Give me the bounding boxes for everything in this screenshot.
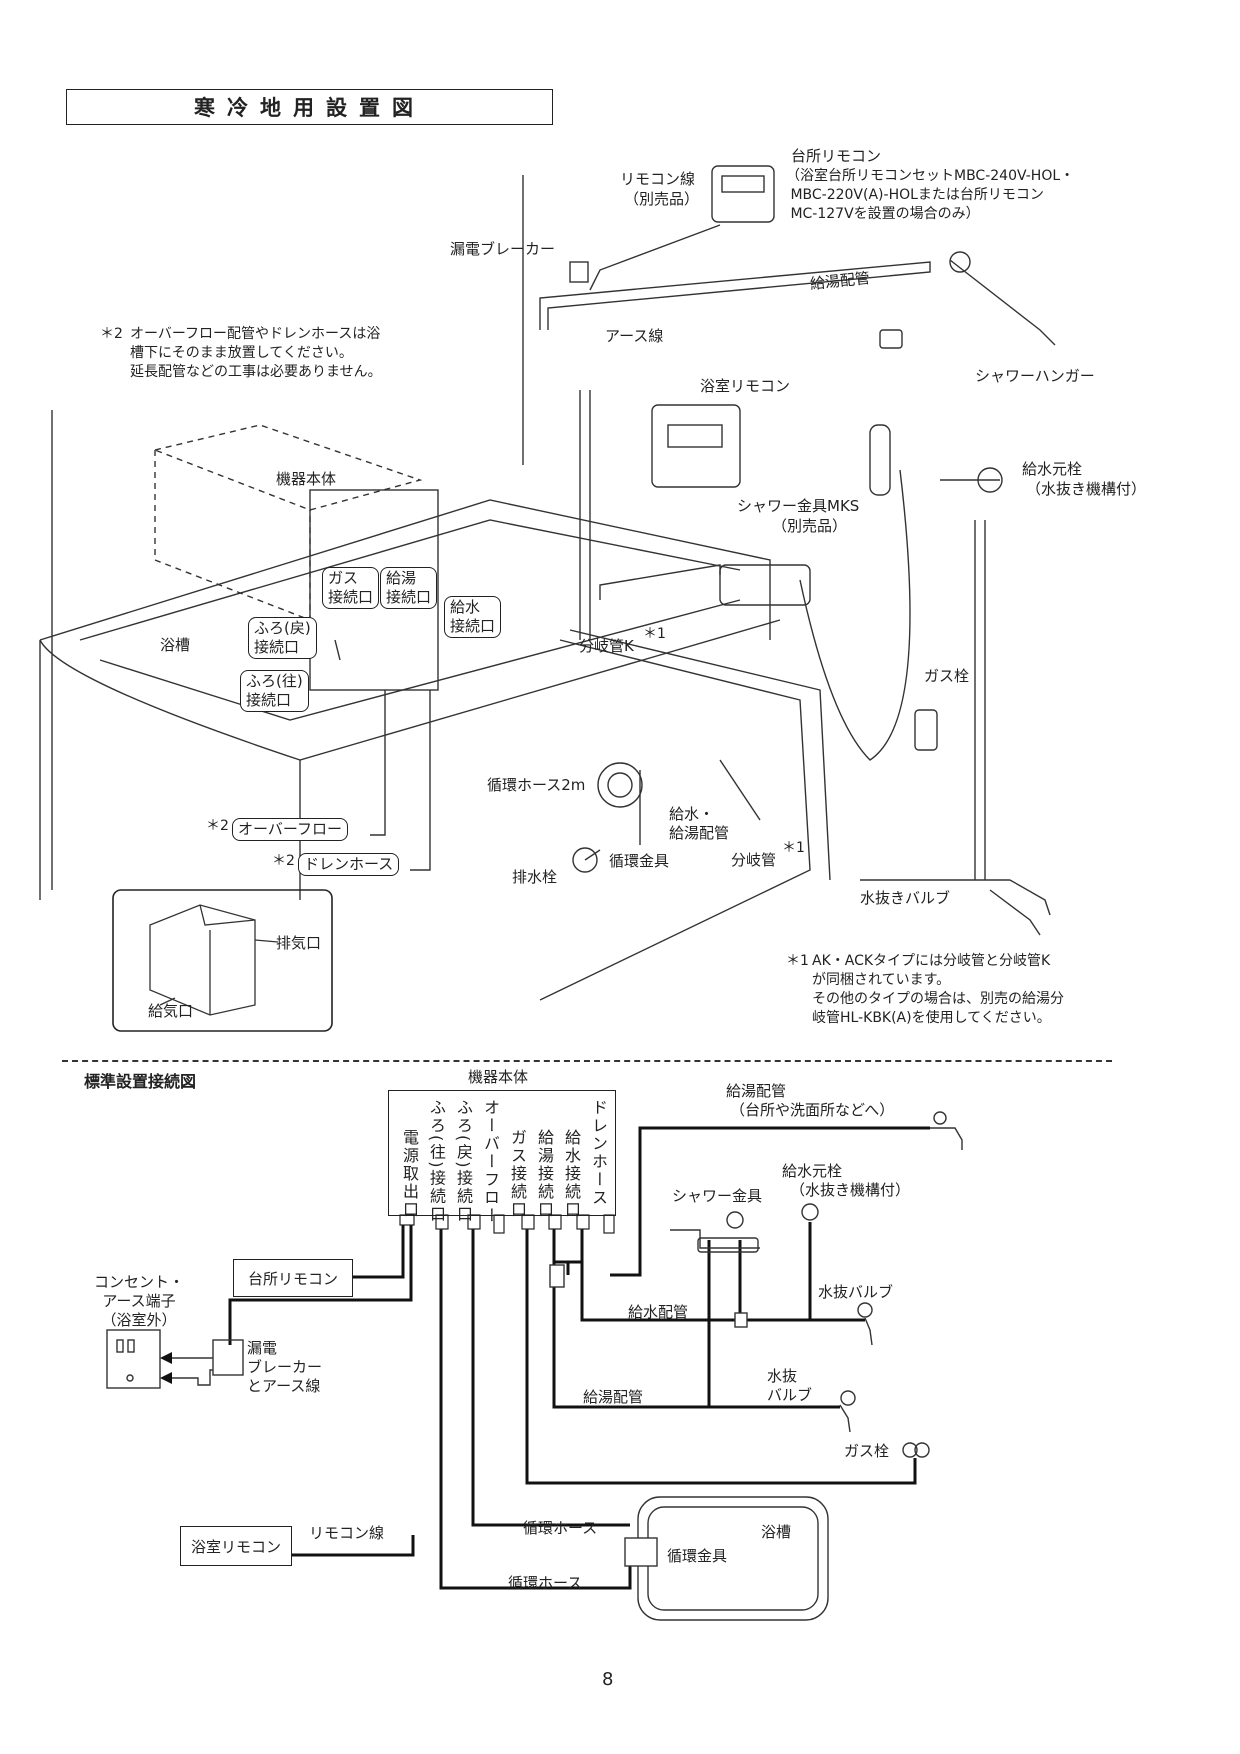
- circulation-fitting-bottom-label: 循環金具: [667, 1547, 728, 1565]
- drain-valve2-label: 水抜 バルブ: [767, 1367, 813, 1404]
- unit-body-bottom-label: 機器本体: [468, 1068, 529, 1086]
- shower-hanger-label: シャワーハンガー: [975, 367, 1095, 385]
- water-valve-bottom-note: （水抜き機構付）: [790, 1181, 911, 1199]
- earth-wire-label: アース線: [605, 327, 664, 345]
- remote-cable-bottom-label: リモコン線: [309, 1524, 385, 1542]
- circulation-hose-lower-label: 循環ホース: [508, 1574, 583, 1592]
- gas-cock-label: ガス栓: [924, 667, 970, 685]
- note1-marker: ＊1: [786, 953, 809, 969]
- remote-cable-label: リモコン線: [620, 170, 696, 188]
- port-water: 給水接続口: [562, 1129, 581, 1219]
- port-gas: ガス接続口: [508, 1129, 527, 1219]
- note2-marker: ＊2: [100, 326, 123, 342]
- intake-label: 給気口: [148, 1002, 194, 1020]
- shower-fitting-separate: （別売品）: [772, 517, 848, 535]
- outlet-label: コンセント・ アース端子 （浴室外）: [94, 1273, 185, 1329]
- bath-remote-box: 浴室リモコン: [180, 1526, 292, 1566]
- overflow-marker: ＊2: [206, 818, 229, 834]
- bathtub-bottom-label: 浴槽: [761, 1523, 792, 1541]
- furo-go-port-label: ふろ(往) 接続口: [240, 670, 309, 712]
- drain-marker: ＊2: [272, 853, 295, 869]
- unit-body-label: 機器本体: [276, 470, 337, 488]
- hot-pipe-bottom-label: 給湯配管: [583, 1388, 644, 1406]
- branch-marker: ＊1: [782, 840, 805, 856]
- water-valve-bottom-label: 給水元栓: [782, 1162, 843, 1180]
- circulation-hose-upper-label: 循環ホース: [523, 1519, 598, 1537]
- page-number: 8: [602, 1669, 614, 1690]
- breaker-label: 漏電ブレーカー: [450, 240, 556, 258]
- drain-valve-label: 水抜きバルブ: [860, 889, 951, 907]
- kitchen-remote-label: 台所リモコン: [791, 147, 882, 165]
- drain-hose-label: ドレンホース: [298, 853, 400, 876]
- hot-port-label: 給湯 接続口: [380, 567, 438, 609]
- water-valve-label: 給水元栓: [1022, 460, 1083, 478]
- water-valve-note: （水抜き機構付）: [1026, 480, 1147, 498]
- shower-fitting-label: シャワー金具MKS: [737, 497, 860, 515]
- overflow-label: オーバーフロー: [232, 818, 348, 841]
- water-port-label: 給水 接続口: [444, 596, 502, 638]
- page-title: 寒冷地用設置図: [66, 89, 553, 125]
- breaker-bottom-label: 漏電 ブレーカー とアース線: [247, 1339, 323, 1395]
- exhaust-label: 排気口: [276, 934, 322, 952]
- shower-fitting-bottom-label: シャワー金具: [672, 1187, 763, 1205]
- water-pipe-label: 給水配管: [628, 1303, 689, 1321]
- port-overflow: オーバーフロー: [481, 1099, 500, 1225]
- port-hot: 給湯接続口: [535, 1129, 554, 1219]
- gas-port-label: ガス 接続口: [322, 567, 380, 609]
- note2-text: オーバーフロー配管やドレンホースは浴 槽下にそのまま放置してください。 延長配管…: [130, 326, 382, 380]
- bath-remote-label: 浴室リモコン: [700, 377, 791, 395]
- port-drain: ドレンホース: [589, 1099, 608, 1207]
- note1-text: AK・ACKタイプには分岐管と分岐管K が同梱されています。 その他のタイプの場…: [812, 953, 1064, 1026]
- connection-diagram-title: 標準設置接続図: [84, 1072, 197, 1091]
- port-furo-go: ふろ(往)接続口: [427, 1099, 446, 1224]
- circulation-fitting-label: 循環金具: [609, 852, 670, 870]
- drain-valve1-label: 水抜バルブ: [818, 1283, 894, 1301]
- hot-pipe-top-label: 給湯配管: [726, 1082, 787, 1100]
- drain-plug-label: 排水栓: [512, 868, 558, 886]
- circulation-hose-label: 循環ホース2m: [487, 776, 586, 794]
- hot-pipe-top-note: （台所や洗面所などへ）: [730, 1101, 895, 1119]
- branch-k-marker: ＊1: [643, 626, 666, 642]
- gas-cock-bottom-label: ガス栓: [844, 1442, 890, 1460]
- kitchen-remote-box: 台所リモコン: [233, 1259, 353, 1297]
- remote-cable-separate: （別売品）: [624, 190, 700, 208]
- section-divider: [62, 1060, 1112, 1062]
- furo-return-port-label: ふろ(戻) 接続口: [248, 617, 317, 659]
- port-furo-return: ふろ(戻)接続口: [454, 1099, 473, 1224]
- branch-label: 分岐管: [731, 851, 777, 869]
- unit-body-box: 電源取出口 ふろ(往)接続口 ふろ(戻)接続口 オーバーフロー ガス接続口 給湯…: [388, 1090, 616, 1225]
- branch-k-label: 分岐管K: [579, 637, 634, 655]
- water-hot-pipe-label: 給水・ 給湯配管: [669, 805, 730, 842]
- kitchen-remote-note: （浴室台所リモコンセットMBC-240V-HOL・ MBC-220V(A)-HO…: [786, 168, 1075, 222]
- bathtub-label: 浴槽: [160, 636, 191, 654]
- port-power: 電源取出口: [400, 1129, 419, 1219]
